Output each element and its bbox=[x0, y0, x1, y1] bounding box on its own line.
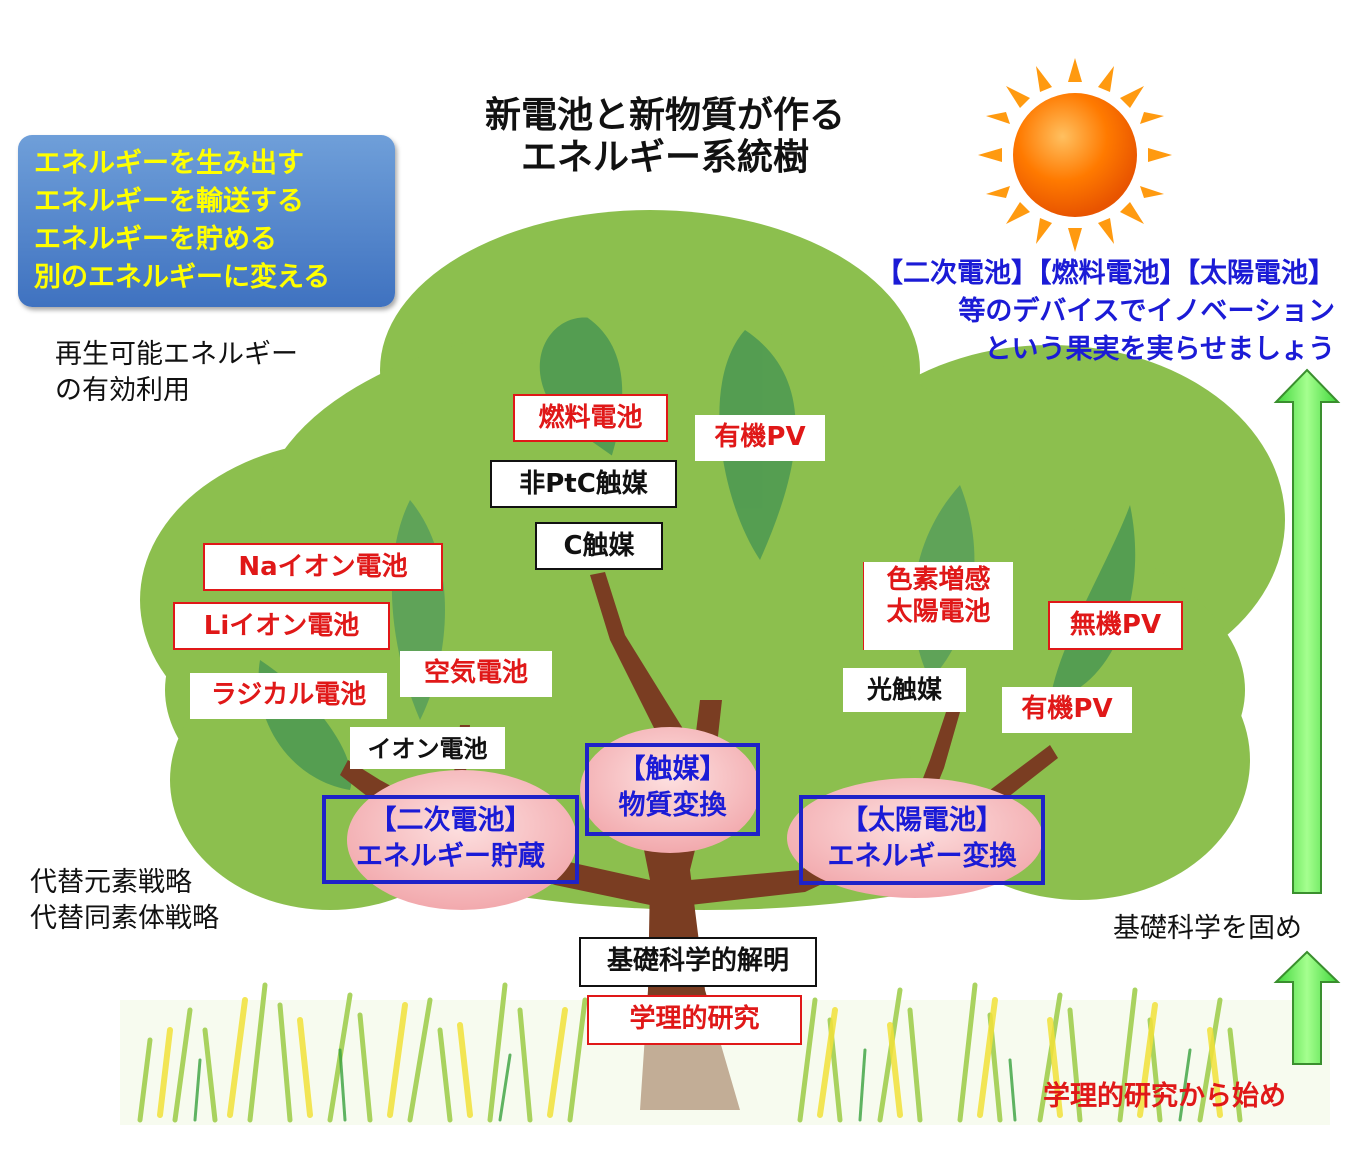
solidify-basic-science-text: 基礎科学を固め bbox=[1113, 913, 1302, 944]
dye-line-2: 太陽電池 bbox=[886, 597, 991, 627]
renewable-line-1: 再生可能エネルギー bbox=[55, 339, 298, 370]
sun-icon bbox=[978, 58, 1172, 252]
label-organic-pv-right: 有機PV bbox=[1002, 687, 1132, 733]
hub-ellipses bbox=[347, 727, 1043, 910]
label-air-battery: 空気電池 bbox=[400, 651, 552, 697]
label-ion-battery: イオン電池 bbox=[350, 727, 505, 769]
up-arrow-top bbox=[1273, 368, 1341, 894]
hub-catalyst: 【触媒】 物質変換 bbox=[585, 743, 760, 836]
start-from-research-text: 学理的研究から始め bbox=[1043, 1081, 1286, 1112]
innovation-line-2: 等のデバイスでイノベーション bbox=[958, 296, 1335, 327]
hub-solar-cell: 【太陽電池】 エネルギー変換 bbox=[799, 795, 1045, 885]
label-radical-battery: ラジカル電池 bbox=[190, 673, 387, 719]
renewable-line-2: の有効利用 bbox=[55, 375, 190, 406]
energy-functions-box: エネルギーを生み出す エネルギーを輸送する エネルギーを貯める 別のエネルギーに… bbox=[18, 135, 395, 307]
hub-catalyst-line-2: 物質変換 bbox=[618, 790, 727, 821]
hub-solar-line-1: 【太陽電池】 bbox=[841, 805, 1003, 836]
strategy-line-1: 代替元素戦略 bbox=[30, 867, 192, 898]
dye-line-1: 色素増感 bbox=[886, 565, 991, 595]
title-line-1: 新電池と新物質が作る bbox=[484, 95, 845, 136]
hub-catalyst-line-1: 【触媒】 bbox=[618, 754, 727, 785]
hub-secondary-battery: 【二次電池】 エネルギー貯蔵 bbox=[322, 795, 579, 884]
label-basic-science-elucidation: 基礎科学的解明 bbox=[579, 937, 817, 987]
info-line-convert: 別のエネルギーに変える bbox=[34, 262, 331, 293]
label-photocatalyst: 光触媒 bbox=[843, 668, 966, 712]
hub-solar-line-2: エネルギー変換 bbox=[827, 841, 1017, 872]
strategy-note: 代替元素戦略 代替同素体戦略 bbox=[30, 865, 219, 937]
label-non-ptc-catalyst: 非PtC触媒 bbox=[490, 460, 677, 508]
hub-secondary-line-2: エネルギー貯蔵 bbox=[356, 841, 545, 872]
label-inorganic-pv: 無機PV bbox=[1048, 601, 1183, 650]
strategy-line-2: 代替同素体戦略 bbox=[30, 903, 219, 934]
label-fuel-cell: 燃料電池 bbox=[513, 394, 668, 442]
diagram-title: 新電池と新物質が作る エネルギー系統樹 bbox=[430, 95, 900, 179]
label-dye-sensitized-solar-cell: 色素増感 太陽電池 bbox=[863, 562, 1013, 650]
info-line-transport: エネルギーを輸送する bbox=[34, 186, 304, 217]
innovation-line-1: 【二次電池】【燃料電池】【太陽電池】 bbox=[876, 258, 1335, 289]
label-na-ion-battery: Naイオン電池 bbox=[203, 543, 443, 591]
up-arrow-bottom bbox=[1273, 950, 1341, 1065]
info-line-generate: エネルギーを生み出す bbox=[34, 148, 304, 179]
label-c-catalyst: C触媒 bbox=[535, 522, 663, 570]
renewable-note: 再生可能エネルギー の有効利用 bbox=[55, 337, 298, 409]
innovation-line-3: という果実を実らせましょう bbox=[984, 334, 1335, 365]
label-li-ion-battery: Liイオン電池 bbox=[173, 602, 390, 650]
info-line-store: エネルギーを貯める bbox=[34, 224, 277, 255]
label-organic-pv-top: 有機PV bbox=[695, 415, 825, 461]
title-line-2: エネルギー系統樹 bbox=[520, 137, 809, 178]
hub-secondary-line-1: 【二次電池】 bbox=[369, 805, 532, 836]
innovation-text: 【二次電池】【燃料電池】【太陽電池】 等のデバイスでイノベーション という果実を… bbox=[830, 255, 1335, 369]
label-theoretical-research: 学理的研究 bbox=[587, 995, 802, 1045]
